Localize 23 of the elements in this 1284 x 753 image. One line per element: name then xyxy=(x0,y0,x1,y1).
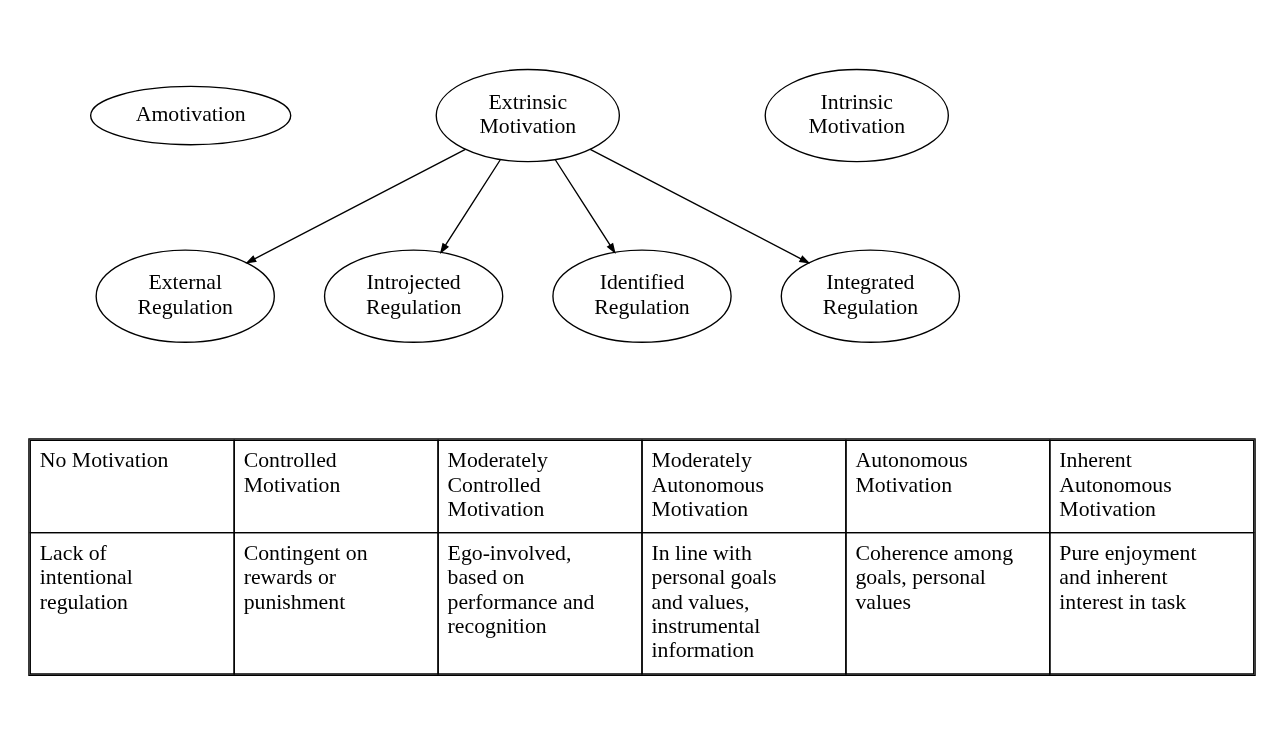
label: Lack of intentional regulation xyxy=(39,540,133,614)
node-ellipse: Introjected Regulation xyxy=(323,249,504,343)
arrow xyxy=(554,159,616,254)
arrow xyxy=(245,148,467,264)
label: Inherent Autonomous Motivation xyxy=(1059,448,1172,522)
label: Autonomous Motivation xyxy=(855,448,968,497)
node-ellipse: Amotivation xyxy=(89,85,292,146)
label: In line with personal goals and values, instrumental information xyxy=(651,540,777,663)
label: Pure enjoyment and inherent interest in task xyxy=(1059,540,1197,614)
node-ellipse: Intrinsic Motivation xyxy=(764,68,949,163)
node-ellipse: Extrinsic Motivation xyxy=(435,68,621,163)
label: Moderately Autonomous Motivation xyxy=(651,448,764,522)
arrow xyxy=(439,159,501,254)
label: Controlled Motivation xyxy=(243,448,341,497)
node-ellipse: External Regulation xyxy=(95,249,275,343)
node-ellipse: Integrated Regulation xyxy=(780,249,961,343)
label: Ego-involved, based on performance and recognition xyxy=(447,540,595,638)
label: Coherence among goals, personal values xyxy=(855,540,1014,614)
label: Moderately Controlled Motivation xyxy=(447,448,548,522)
label: No Motivation xyxy=(39,448,169,473)
label: Contingent on rewards or punishment xyxy=(243,540,368,614)
arrow xyxy=(589,148,811,264)
node-ellipse: Identified Regulation xyxy=(552,249,732,343)
